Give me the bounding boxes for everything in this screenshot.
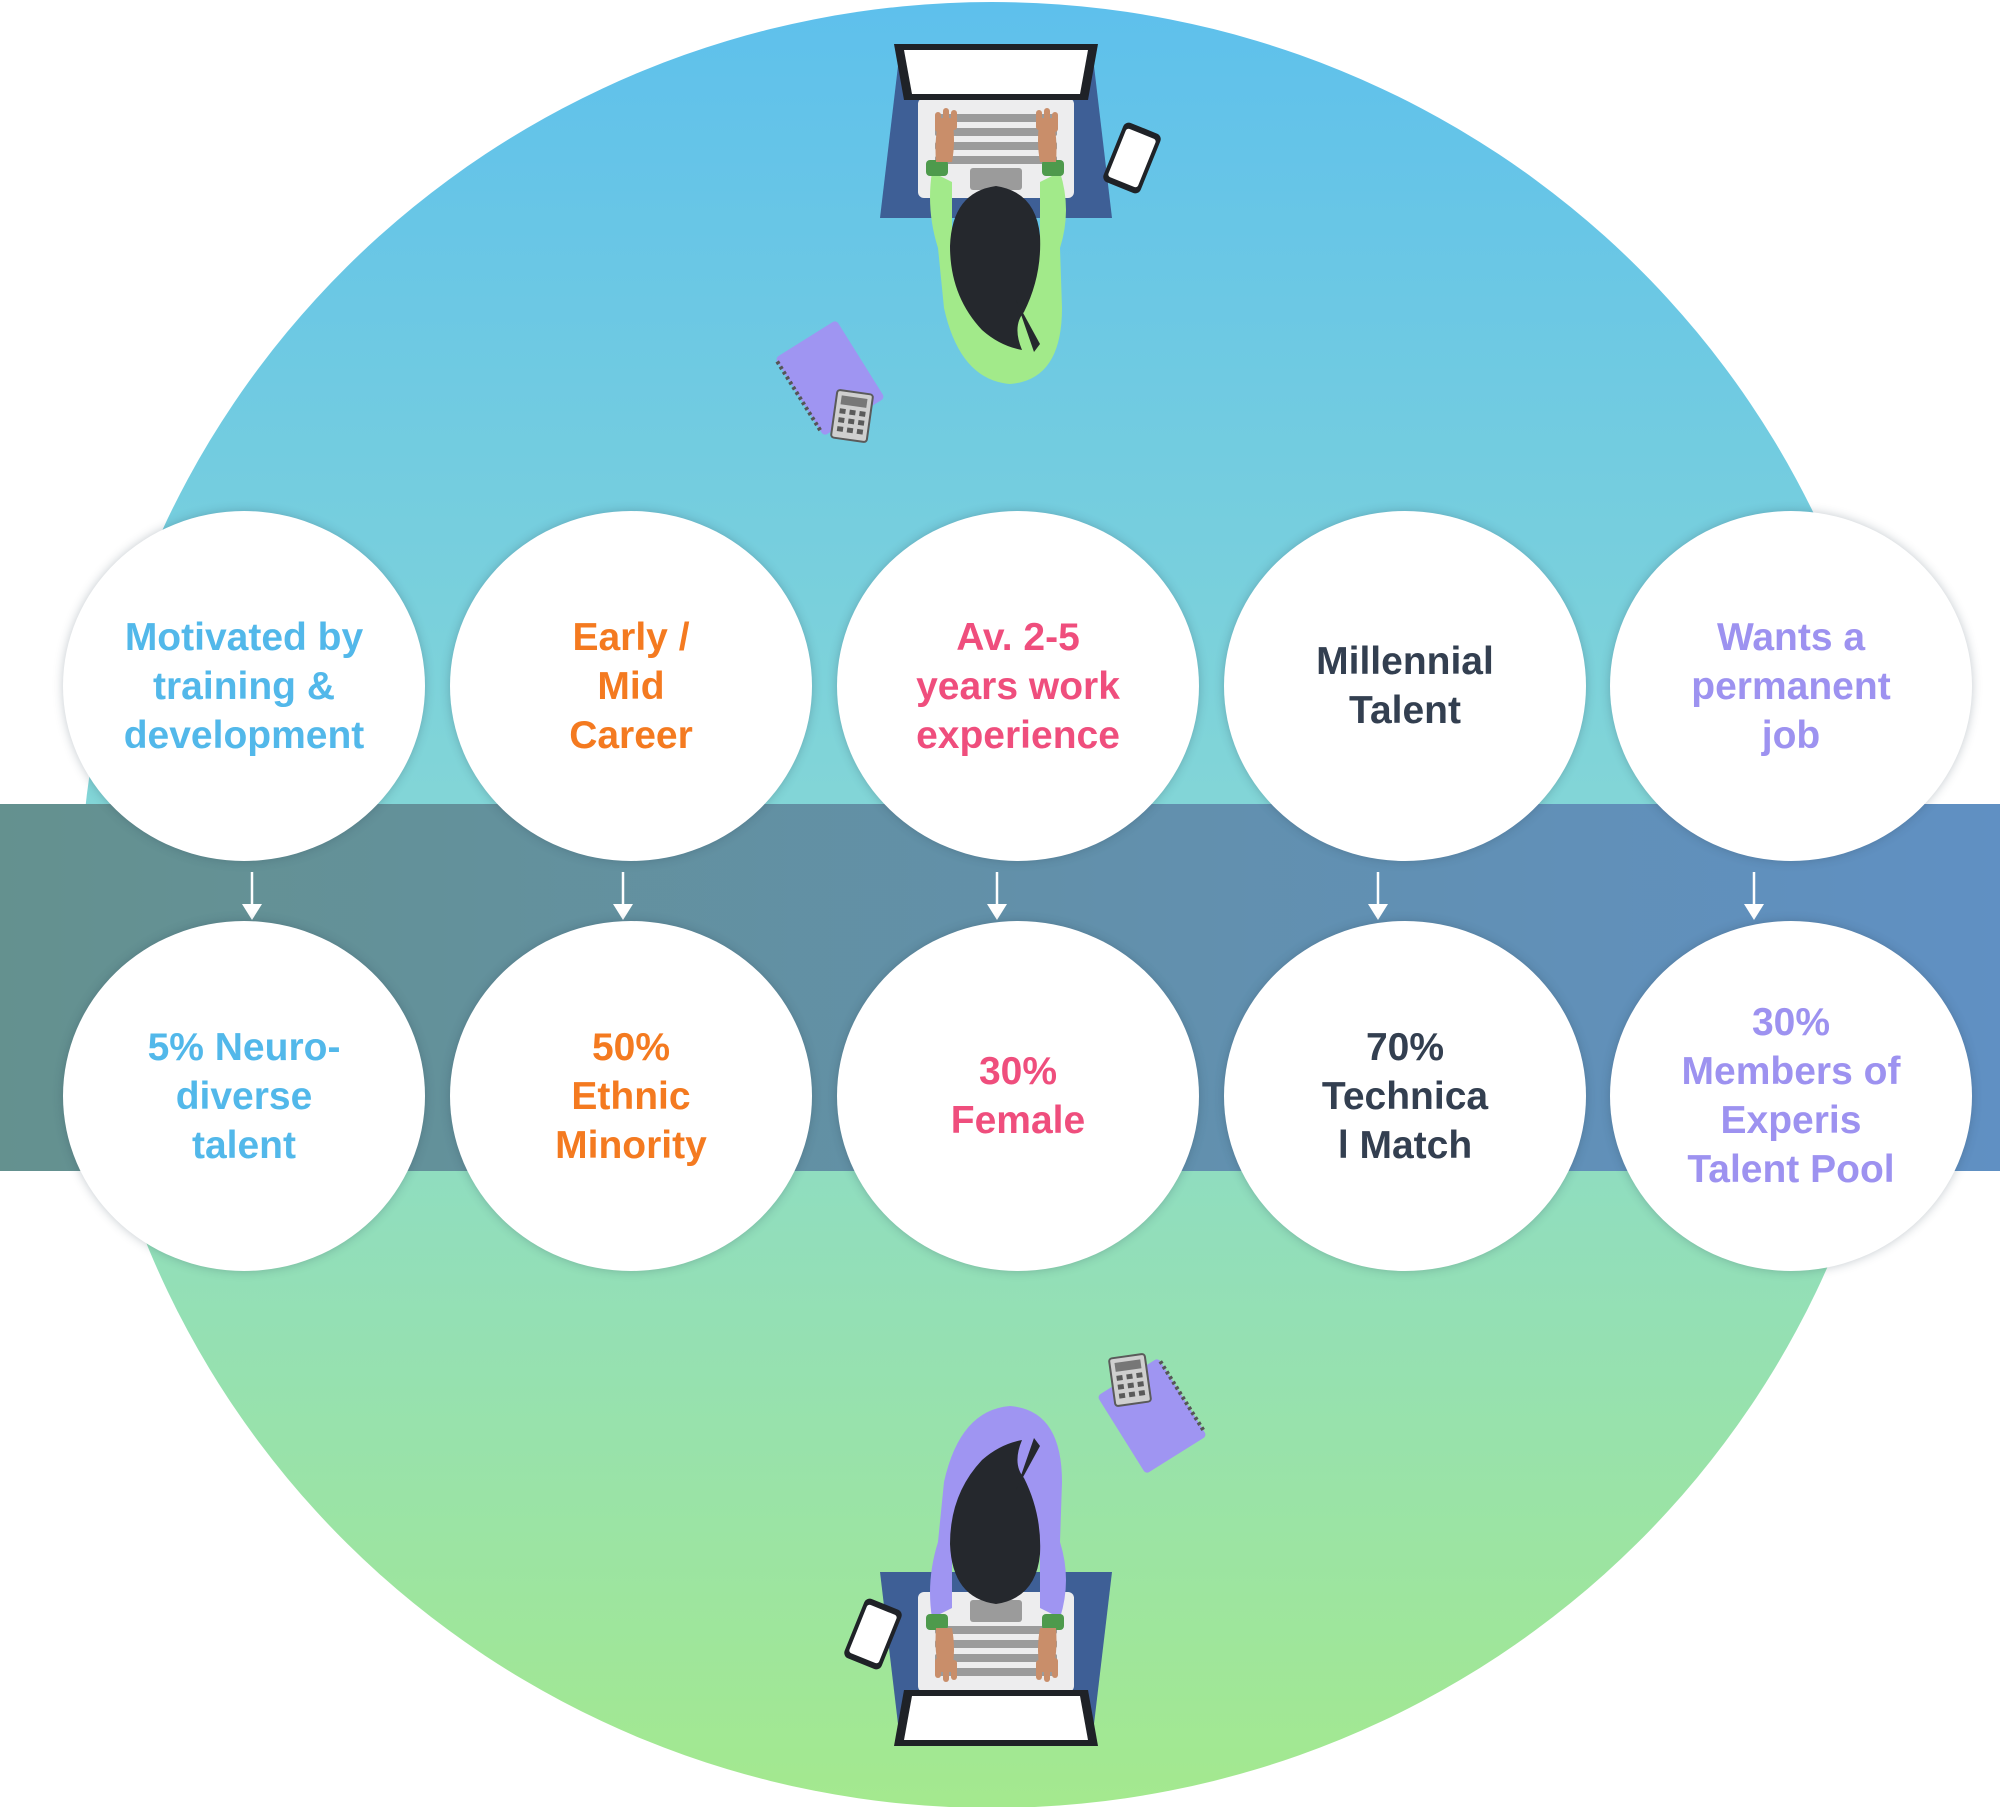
bottom-person-icon bbox=[880, 1406, 1112, 1746]
bubble-bottom-2: 50% Ethnic Minority bbox=[450, 921, 812, 1271]
bubble-bottom-5: 30% Members of Experis Talent Pool bbox=[1610, 921, 1972, 1271]
arrow-down-icon bbox=[1744, 872, 1764, 920]
bubble-top-4-text: Millennial Talent bbox=[1316, 640, 1494, 732]
bubble-top-4: Millennial Talent bbox=[1224, 511, 1586, 861]
arrow-down-icon bbox=[1368, 872, 1388, 920]
smartphone-icon bbox=[844, 1598, 902, 1670]
arrow-down-icon bbox=[613, 872, 633, 920]
top-person-icon bbox=[880, 44, 1112, 384]
bubble-top-1: Motivated by training & development bbox=[63, 511, 425, 861]
bubble-bottom-3: 30% Female bbox=[837, 921, 1199, 1271]
bubble-bottom-5-text: 30% Members of Experis Talent Pool bbox=[1681, 1001, 1901, 1191]
bubble-top-2: Early / Mid Career bbox=[450, 511, 812, 861]
bubble-bottom-4: 70% Technica l Match bbox=[1224, 921, 1586, 1271]
smartphone-icon bbox=[1103, 122, 1161, 194]
calculator-icon bbox=[830, 389, 874, 443]
bubble-top-3: Av. 2-5 years work experience bbox=[837, 511, 1199, 861]
bubble-top-2-text: Early / Mid Career bbox=[569, 615, 693, 757]
bubble-bottom-3-text: 30% Female bbox=[950, 1050, 1086, 1142]
bubble-top-1-text: Motivated by training & development bbox=[123, 615, 365, 757]
bubble-bottom-1-text: 5% Neuro- diverse talent bbox=[147, 1025, 341, 1167]
bubble-bottom-2-text: 50% Ethnic Minority bbox=[555, 1025, 707, 1167]
arrow-down-icon bbox=[987, 872, 1007, 920]
bubble-bottom-1: 5% Neuro- diverse talent bbox=[63, 921, 425, 1271]
arrow-down-icon bbox=[242, 872, 262, 920]
bubble-top-5-text: Wants a permanent job bbox=[1691, 615, 1891, 757]
bubble-top-3-text: Av. 2-5 years work experience bbox=[916, 615, 1120, 757]
bubble-top-5: Wants a permanent job bbox=[1610, 511, 1972, 861]
calculator-icon bbox=[1108, 1353, 1152, 1407]
bubble-bottom-4-text: 70% Technica l Match bbox=[1321, 1025, 1489, 1167]
